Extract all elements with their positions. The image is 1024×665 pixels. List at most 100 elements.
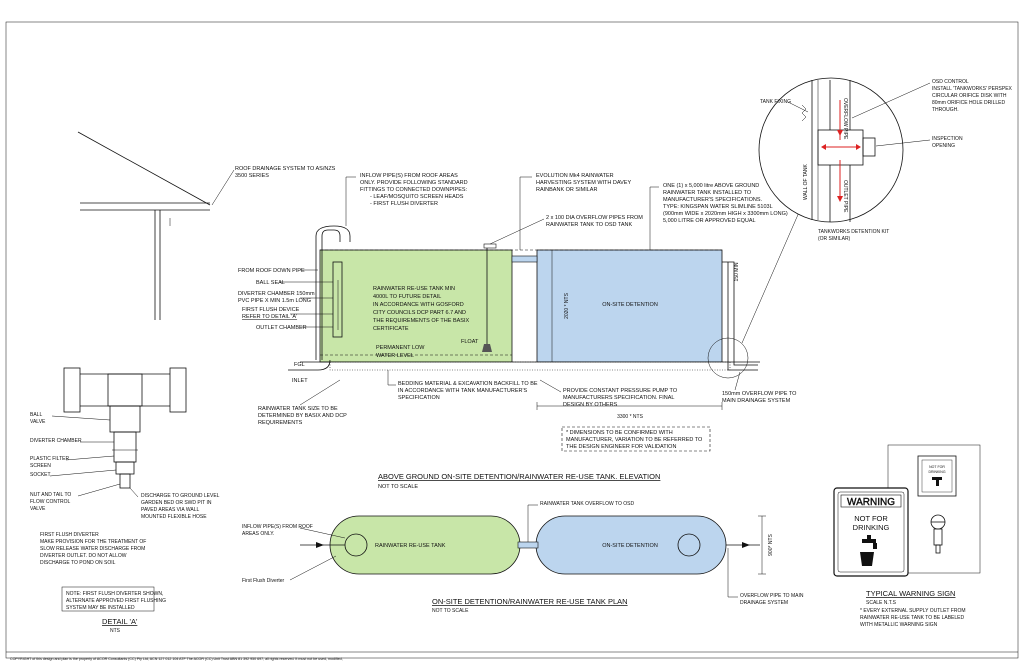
svg-text:DIVERTER CHAMBER: DIVERTER CHAMBER <box>30 438 82 444</box>
wall-of-tank-label: WALL OF TANK <box>803 163 809 200</box>
svg-text:BALL: BALL <box>30 412 42 418</box>
reuse-tank-plan-label: RAINWATER RE-USE TANK <box>375 543 446 549</box>
plan-inflow-arrow-icon <box>316 542 324 548</box>
overflow-main-leader <box>734 371 741 391</box>
not-for-drinking-1: NOT FOR <box>854 514 888 523</box>
svg-text:NOT FOR: NOT FOR <box>929 465 945 469</box>
osd-overflow-pipe-2 <box>727 262 758 371</box>
warning-sign-title: TYPICAL WARNING SIGN <box>866 589 955 598</box>
warning-title: WARNING <box>847 497 895 508</box>
overflow-pipes-leader <box>489 218 545 245</box>
right-dim: 150 MIN <box>734 262 740 281</box>
overflow-to-osd-label: RAINWATER TANK OVERFLOW TO OSD <box>540 501 634 507</box>
plan-dim: 900* NTS <box>768 534 774 556</box>
outlet-pipe-label: OUTLET PIPE <box>842 180 848 213</box>
svg-text:DISCHARGE TO GROUND LEVEL: DISCHARGE TO GROUND LEVEL <box>141 493 220 499</box>
osd-tank-elevation <box>536 249 723 363</box>
tankworks-kit-label: TANKWORKS DETENTION KIT(OR SIMILAR) <box>818 229 889 242</box>
overflow-inlet <box>483 243 497 249</box>
svg-text:NUT AND TAIL TO: NUT AND TAIL TO <box>30 492 71 498</box>
svg-text:DRINKING: DRINKING <box>928 470 945 474</box>
osd-plan-label: ON-SITE DETENTION <box>602 543 658 549</box>
bedding-leader <box>387 370 396 386</box>
svg-text:DIVERTER CHAMBER 150mm: DIVERTER CHAMBER 150mm <box>238 291 315 297</box>
roof-leader <box>211 169 235 206</box>
elevation-title: ABOVE GROUND ON-SITE DETENTION/RAINWATER… <box>378 472 660 481</box>
float-label: FLOAT <box>461 339 479 345</box>
inlet-pipe <box>288 359 331 371</box>
svg-text:FLOW CONTROL: FLOW CONTROL <box>30 499 70 505</box>
elevation-left-leaders <box>280 269 333 328</box>
sheet-border <box>5 21 1019 659</box>
svg-text:FGL: FGL <box>294 362 305 368</box>
svg-text:PLASTIC FILTER: PLASTIC FILTER <box>30 456 69 462</box>
svg-text:BALL SEAL: BALL SEAL <box>256 280 285 286</box>
tank-spec-note: ONE (1) x 5,000 litre ABOVE GROUND RAINW… <box>663 183 789 224</box>
warning-sign-note: * EVERY EXTERNAL SUPPLY OUTLET FROM RAIN… <box>860 608 967 628</box>
tank-size-note: RAINWATER TANK SIZE TO BE DETERMINED BY … <box>258 406 348 426</box>
svg-text:VALVE: VALVE <box>30 419 46 425</box>
warning-sign-scale: SCALE N.T.S <box>866 600 897 606</box>
detail-a-labels: BALL VALVE DIVERTER CHAMBER PLASTIC FILT… <box>30 412 220 520</box>
dimensions-note-box <box>561 426 711 452</box>
overflow-pipe-detail-label: OVERFLOW PIPE <box>842 98 848 140</box>
evolution-note: EVOLUTION Mk4 RAINWATER HARVESTING SYSTE… <box>536 173 633 193</box>
svg-text:SOCKET: SOCKET <box>30 472 51 478</box>
detail-callout-circle <box>707 337 749 379</box>
osd-control-note: OSD CONTROL INSTALL 'TANKWORKS' PERSPEX … <box>932 79 1013 113</box>
reuse-tank-text: RAINWATER RE-USE TANK MIN 4000L TO FUTUR… <box>373 286 471 332</box>
plan-outflow-arrow-icon <box>742 542 750 548</box>
note-box <box>61 586 155 612</box>
detail-a-drawing <box>63 367 187 489</box>
height-dim: 2020 * NTS <box>564 292 570 319</box>
detail-a-scale: NTS <box>110 628 121 634</box>
length-dim: 3300 * NTS <box>617 414 644 420</box>
overflow-pipes-note: 2 x 100 DIA OVERFLOW PIPES FROM RAINWATE… <box>546 215 644 228</box>
connector-pipe <box>511 255 538 263</box>
first-flush-plan-label: First Flush Diverter <box>242 578 285 584</box>
osd-overflow-pipe <box>722 261 758 366</box>
tap-icon <box>930 514 946 554</box>
roof-drawing <box>77 131 211 320</box>
pressure-pump-leader <box>539 379 562 393</box>
float-icon <box>482 344 492 352</box>
detail-callout-leader <box>741 209 801 344</box>
svg-text:PAVED AREAS VIA WALL: PAVED AREAS VIA WALL <box>141 507 199 513</box>
svg-text:MOUNTED FLEXIBLE HOSE: MOUNTED FLEXIBLE HOSE <box>141 514 207 520</box>
copyright-footer: COPYRIGHT of this design and plan is the… <box>10 657 343 661</box>
warning-sign: WARNING NOT FOR DRINKING <box>833 487 909 577</box>
detail-a-title: DETAIL 'A' <box>102 617 138 626</box>
svg-text:FROM ROOF DOWN PIPE: FROM ROOF DOWN PIPE <box>238 268 305 274</box>
svg-text:VALVE: VALVE <box>30 506 46 512</box>
overflow-main-elev-note: 150mm OVERFLOW PIPE TO MAIN DRAINAGE SYS… <box>722 391 798 404</box>
faucet-icon <box>860 535 877 566</box>
plan-connector <box>517 541 539 549</box>
plan-scale: NOT TO SCALE <box>432 608 469 614</box>
bedding-note: BEDDING MATERIAL & EXCAVATION BACKFILL T… <box>398 381 539 401</box>
svg-text:FIRST FLUSH DEVICE: FIRST FLUSH DEVICE <box>242 307 300 313</box>
detail-a-leaders <box>49 415 139 498</box>
pressure-pump-note: PROVIDE CONSTANT PRESSURE PUMP TO MANUFA… <box>563 388 679 408</box>
svg-text:GARDEN BED OR SWD PIT IN: GARDEN BED OR SWD PIT IN <box>141 500 212 506</box>
svg-text:REFER TO DETAIL 'A': REFER TO DETAIL 'A' <box>242 314 297 320</box>
small-warning-sign: NOT FOR DRINKING <box>917 455 957 497</box>
first-flush-diverter-note: FIRST FLUSH DIVERTER MAKE PROVISION FOR … <box>40 532 148 566</box>
evolution-leader <box>519 176 532 250</box>
inflow-pipes-note: INFLOW PIPE(S) FROM ROOF AREAS ONLY. PRO… <box>360 173 469 207</box>
onsite-detention-label: ON-SITE DETENTION <box>602 302 658 308</box>
elevation-scale: NOT TO SCALE <box>378 484 418 490</box>
plan-title: ON-SITE DETENTION/RAINWATER RE-USE TANK … <box>432 597 628 606</box>
ground-bedding <box>329 361 731 371</box>
tank-spec-leader <box>649 186 659 250</box>
svg-text:INLET: INLET <box>292 378 308 384</box>
dimensions-note: * DIMENSIONS TO BE CONFIRMED WITH MANUFA… <box>566 430 704 450</box>
not-for-drinking-2: DRINKING <box>853 523 890 532</box>
svg-text:OUTLET CHAMBER: OUTLET CHAMBER <box>256 325 307 331</box>
osd-control-detail <box>758 77 904 223</box>
